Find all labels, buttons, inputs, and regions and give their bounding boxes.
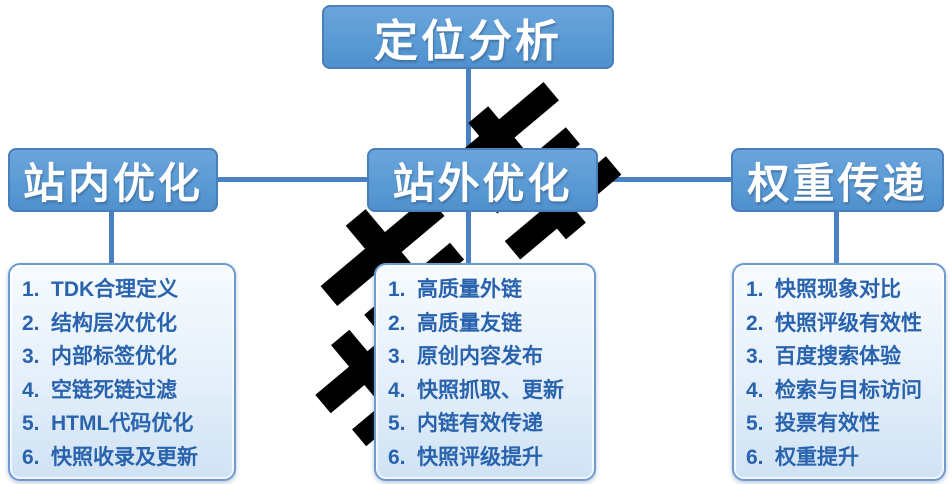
list-item: 5.HTML代码优化 [22,412,194,435]
list-item: 4.检索与目标访问 [746,378,922,402]
root-node-positioning-analysis: 定位分析 [322,5,614,69]
connector-branch3-vertical [834,210,839,266]
list-item: 6.快照收录及更新 [22,445,198,469]
branch-node-label: 站内优化 [22,159,203,207]
list-item: 1.快照现象对比 [746,278,901,301]
list-item: 3.原创内容发布 [388,345,543,368]
list-item: 2.高质量友链 [388,311,522,335]
list-item: 1.TDK合理定义 [22,278,179,301]
list-item: 6.快照评级提升 [388,445,543,469]
connector-branch2-vertical [466,210,471,266]
list-item: 2.结构层次优化 [22,311,177,335]
branch-node-weight-transfer: 权重传递 [731,148,944,212]
branch-node-onsite-optimization: 站内优化 [8,148,218,212]
list-item: 4.空链死链过滤 [22,378,177,402]
list-item: 4.快照抓取、更新 [388,378,564,402]
list-item: 1.高质量外链 [388,278,522,301]
branch-node-offsite-optimization: 站外优化 [367,148,598,212]
list-item: 3.百度搜索体验 [746,345,901,368]
list-panel-offsite: 1.高质量外链 2.高质量友链 3.原创内容发布 4.快照抓取、更新 5.内链有… [374,263,596,481]
list-panel-weight: 1.快照现象对比 2.快照评级有效性 3.百度搜索体验 4.检索与目标访问 5.… [732,263,946,481]
list-panel-onsite: 1.TDK合理定义 2.结构层次优化 3.内部标签优化 4.空链死链过滤 5.H… [8,263,236,481]
list-item: 6.权重提升 [746,445,859,469]
connector-branch1-vertical [109,210,114,266]
branch-node-label: 站外优化 [392,159,573,207]
root-node-label: 定位分析 [374,17,562,66]
list-item: 2.快照评级有效性 [746,311,922,335]
branch-node-label: 权重传递 [747,159,928,207]
list-item: 3.内部标签优化 [22,345,177,368]
list-item: 5.内链有效传递 [388,412,543,435]
list-item: 5.投票有效性 [746,412,880,435]
connector-root-vertical [466,66,471,152]
